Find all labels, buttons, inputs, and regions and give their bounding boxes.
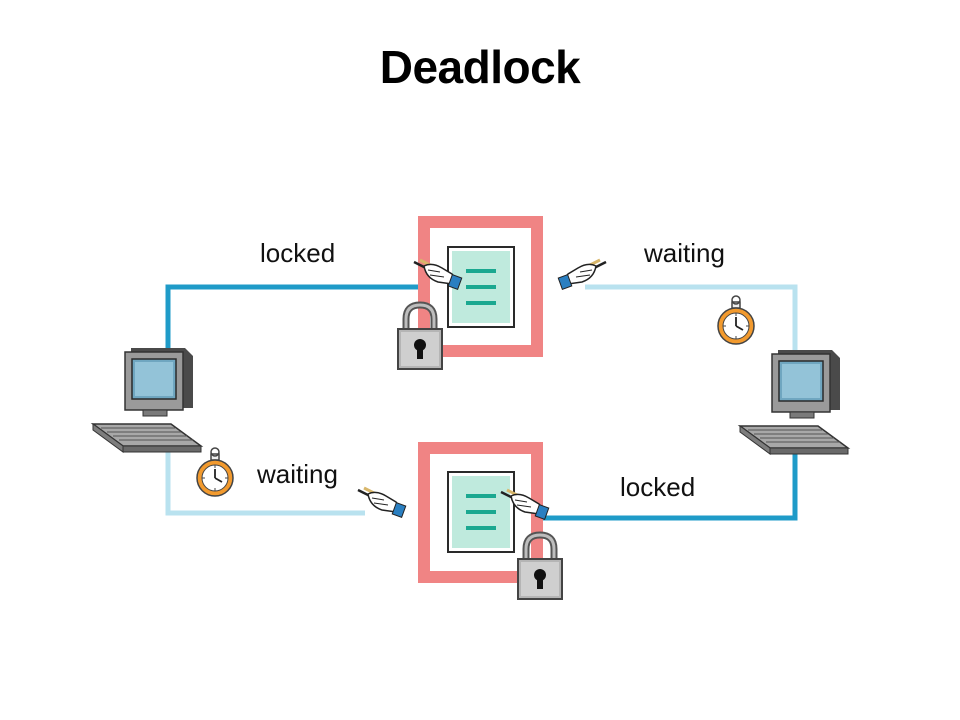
- waiting-connection-top: [585, 284, 798, 358]
- document-icon: [446, 470, 516, 554]
- stopwatch-icon: [196, 447, 234, 497]
- label-locked-top: locked: [260, 238, 335, 268]
- locked-connection-top: [165, 284, 430, 352]
- locked-connection-bottom: [540, 442, 798, 521]
- pen-hand-icon: [356, 486, 408, 519]
- label-waiting-bottom: waiting: [256, 459, 338, 489]
- label-locked-bottom: locked: [620, 472, 695, 502]
- page-title: Deadlock: [379, 41, 581, 93]
- computer-icon: [92, 347, 202, 453]
- label-waiting-top: waiting: [643, 238, 725, 268]
- stopwatch-icon: [717, 295, 755, 345]
- waiting-connection-bottom: [165, 440, 365, 516]
- resource-top: [418, 216, 543, 357]
- resource-bottom: [418, 442, 543, 583]
- computer-icon: [739, 349, 849, 455]
